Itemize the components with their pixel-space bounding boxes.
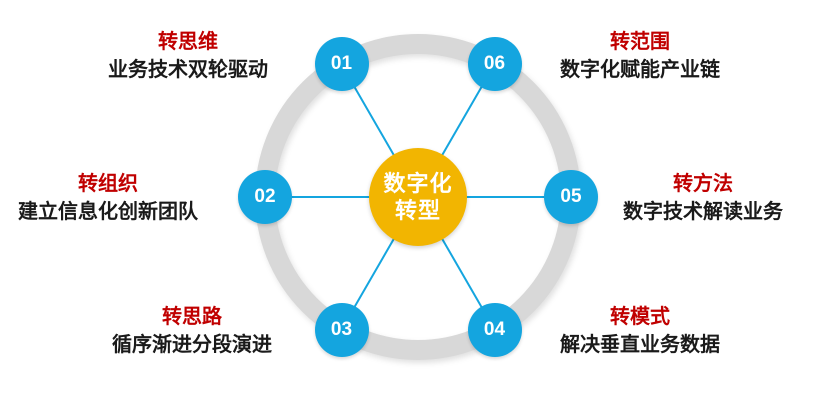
center-hub-circle: 数字化 转型 [369,148,467,246]
step-circle: 01 [314,37,369,92]
step-label: 转方法 数字技术解读业务 [623,170,783,226]
step-number: 02 [254,186,276,207]
step-circle: 06 [467,37,522,92]
step-title: 转组织 [78,173,138,195]
step-number: 04 [483,318,506,340]
step-title: 转范围 [610,31,670,53]
step-desc: 数字化赋能产业链 [560,59,720,81]
center-title-line1: 数字化 [383,171,453,196]
step-label: 转模式 解决垂直业务数据 [560,303,720,359]
step-label: 转组织 建立信息化创新团队 [18,170,198,226]
step-desc: 数字技术解读业务 [623,201,783,223]
step-label: 转思维 业务技术双轮驱动 [108,28,268,84]
step-desc: 建立信息化创新团队 [18,201,198,223]
step-title: 转思路 [162,306,222,328]
step-circle: 03 [314,302,369,357]
step-number: 03 [330,318,353,340]
step-desc: 业务技术双轮驱动 [108,59,268,81]
step-circle: 02 [238,170,292,224]
step-desc: 解决垂直业务数据 [560,334,720,356]
step-number: 01 [330,53,353,75]
step-label: 转范围 数字化赋能产业链 [560,28,720,84]
step-number: 05 [560,186,582,207]
step-circle: 05 [544,170,598,224]
step-desc: 循序渐进分段演进 [112,334,272,356]
step-number: 06 [483,53,506,75]
center-title-line2: 转型 [394,198,441,223]
step-title: 转模式 [610,306,670,328]
step-circle: 04 [467,302,522,357]
step-title: 转思维 [158,31,218,53]
step-title: 转方法 [673,173,733,195]
step-label: 转思路 循序渐进分段演进 [112,303,272,359]
